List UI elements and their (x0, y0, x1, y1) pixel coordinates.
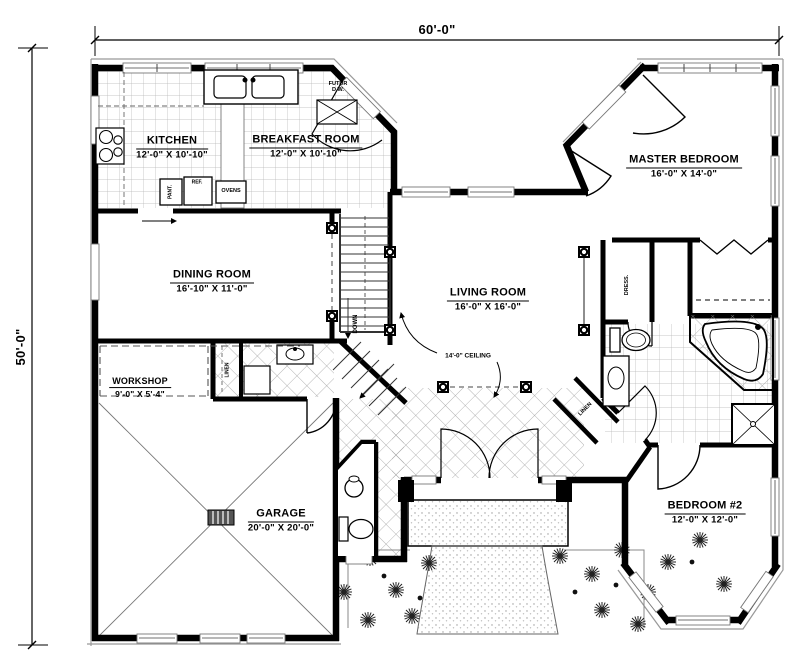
faucet-icon (242, 77, 248, 83)
toilet-tank (609, 327, 621, 353)
pantry-label: PANT. (167, 184, 174, 200)
front-walkway (416, 545, 559, 635)
refrigerator-box (183, 176, 213, 206)
workshop-label: WORKSHOP 9'-0" X 5'-4" (109, 376, 171, 400)
bedroom-2-name: BEDROOM #2 (664, 500, 746, 515)
master-bath-door (617, 385, 657, 441)
master-bedroom-label: MASTER BEDROOM 16'-0" X 14'-0" (626, 154, 742, 179)
breakfast-room-label: BREAKFAST ROOM 12'-0" X 10'-10" (249, 134, 363, 160)
living-room-label: LIVING ROOM 16'-0" X 16'-0" (446, 287, 530, 313)
workshop-size: 9'-0" X 5'-4" (115, 389, 165, 400)
sink-basin-left (213, 75, 247, 99)
windows (90, 62, 780, 644)
bedroom-2-size: 12'-0" X 12'-0" (671, 514, 739, 526)
toilet-bowl (348, 518, 374, 540)
garage-label: GARAGE 20'-0" X 20'-0" (247, 508, 315, 534)
dimension-lines (18, 26, 784, 650)
master-bedroom-door (632, 74, 686, 135)
stairs-main (339, 214, 390, 339)
garage-name: GARAGE (247, 508, 315, 523)
sink-basin-right (251, 75, 285, 99)
dressing-label: DRESS. (624, 274, 631, 296)
future-dishwasher-line2: D.W. (332, 87, 344, 93)
stairs-down-label: DOWN (352, 314, 359, 334)
landscaping (335, 499, 733, 635)
garage-size: 20'-0" X 20'-0" (247, 522, 315, 534)
linen-hall-label: LINEN (224, 362, 231, 378)
colonnades (325, 221, 591, 394)
front-double-door (440, 428, 539, 479)
garage-drain (207, 509, 235, 526)
bedroom2-door (657, 444, 701, 490)
master-bedroom-size: 16'-0" X 14'-0" (650, 168, 718, 180)
toilet-tank (338, 516, 349, 542)
hall-door (569, 149, 612, 197)
kitchen-fixtures (95, 69, 358, 209)
closet-bifold-door (699, 239, 769, 255)
front-porch (407, 499, 569, 547)
shrub-accents (381, 559, 695, 609)
kitchen-size: 12'-0" X 10'-10" (136, 149, 208, 161)
future-dishwasher-label: FUTUR D.W. (328, 81, 348, 94)
ovens-label: OVENS (221, 188, 241, 195)
dining-room-label: DINING ROOM 16'-10" X 11'-0" (170, 269, 254, 294)
master-bedroom-name: MASTER BEDROOM (626, 154, 742, 169)
future-dishwasher-line1: FUTUR (328, 81, 348, 88)
kitchen-label: KITCHEN 12'-0" X 10'-10" (136, 135, 208, 160)
living-room-size: 16'-0" X 16'-0" (454, 301, 522, 313)
garage-hall-door (306, 399, 337, 434)
washer-box (243, 365, 271, 395)
top-dimension-label: 60'-0" (418, 22, 456, 38)
faucet-icon (250, 77, 256, 83)
breakfast-room-name: BREAKFAST ROOM (249, 134, 363, 149)
dining-room-name: DINING ROOM (170, 269, 254, 284)
ovens-cabinet (215, 180, 247, 204)
kitchen-name: KITCHEN (136, 135, 208, 150)
dining-room-size: 16'-10" X 11'-0" (176, 283, 248, 295)
breakfast-door (311, 77, 383, 152)
workshop-outline (99, 345, 300, 397)
left-dimension-label: 50'-0" (13, 328, 29, 366)
ceiling-leaders (399, 312, 501, 398)
doors (142, 74, 770, 490)
hall-fixtures (221, 344, 314, 395)
pantry-cabinet (159, 178, 183, 206)
master-bath-fixtures (602, 313, 776, 446)
bedroom-2-label: BEDROOM #2 12'-0" X 12'-0" (664, 500, 746, 526)
refrigerator-label: REF. (191, 179, 203, 186)
living-room-name: LIVING ROOM (446, 287, 530, 302)
ceiling-note: 14'-0" CEILING (445, 352, 491, 360)
exterior-trim-lines (87, 58, 784, 646)
porch-posts (398, 480, 572, 502)
stairs-basement (332, 341, 407, 416)
breakfast-room-size: 12'-0" X 10'-10" (270, 148, 342, 160)
whirlpool-tub (701, 320, 768, 382)
workshop-name: WORKSHOP (109, 376, 171, 389)
garage-floor-marking (98, 402, 334, 637)
powder-room-fixtures (338, 444, 374, 556)
